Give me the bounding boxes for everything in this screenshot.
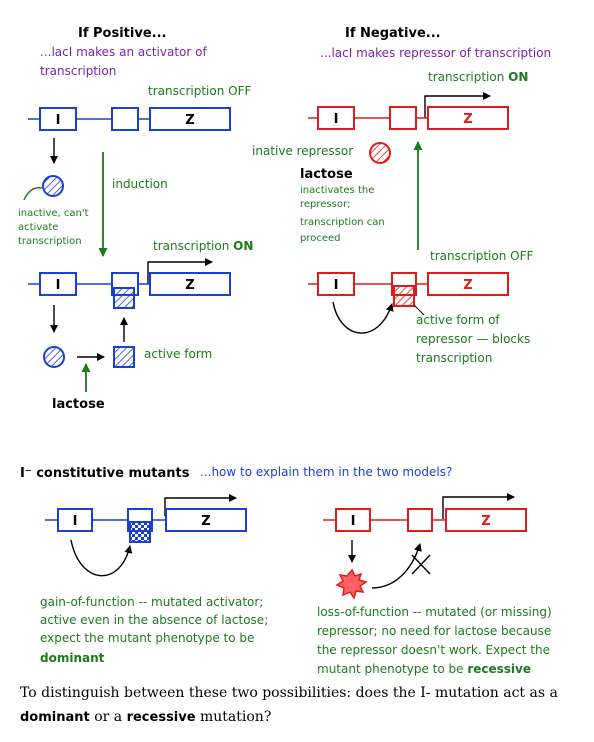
gene-z-box — [149, 272, 231, 296]
lactose-note-line1: inactivates the — [300, 185, 374, 196]
gene-i-box — [317, 106, 355, 130]
gene-i-label: I — [56, 278, 61, 293]
mutants-question: ...how to explain them in the two models… — [200, 465, 452, 479]
loss-line3: the repressor doesn't work. Expect the — [317, 643, 550, 657]
gene-i-label: I — [334, 278, 339, 293]
gene-z-box — [427, 106, 509, 130]
positive-operon-on: I Z — [28, 272, 231, 309]
active-form-label: active form — [144, 347, 212, 361]
positive-lactose-label: lactose — [52, 397, 105, 412]
gain-line3: expect the mutant phenotype to be — [40, 631, 254, 645]
active-repressor-line3: transcription — [416, 351, 492, 365]
lactose-note-line2: repressor; — [300, 199, 350, 210]
gene-i-label: I — [56, 113, 61, 128]
operator-box — [389, 106, 417, 130]
mutant-repressor-operon: I Z — [323, 508, 527, 532]
positive-subtitle-line1: ...lacI makes an activator of — [40, 45, 207, 59]
gene-z-box — [445, 508, 527, 532]
pointer-curve — [23, 187, 43, 201]
gene-i-label: I — [334, 112, 339, 127]
operator-box — [111, 107, 139, 131]
gain-dominant-word: dominant — [40, 651, 105, 665]
cross-mark-icon — [411, 554, 431, 575]
gene-z-box — [149, 107, 231, 131]
inactive-repressor-label: inative repressor — [252, 144, 353, 158]
gene-z-label: Z — [481, 514, 490, 529]
bound-repressor-square — [393, 285, 415, 307]
inactive-line1: inactive, can't — [18, 208, 89, 219]
inactive-line2: activate — [18, 222, 58, 233]
inactive-activator-circle — [43, 346, 65, 368]
lactose-note-line3: transcription can — [300, 217, 385, 228]
gene-i-box — [335, 508, 371, 532]
mutated-repressor-star-icon — [335, 568, 368, 600]
negative-header: If Negative... — [345, 26, 441, 41]
pointer-line — [413, 304, 425, 316]
negative-lactose-label: lactose — [300, 167, 353, 182]
induction-label: induction — [112, 177, 168, 191]
gene-z-box — [427, 272, 509, 296]
gene-i-box — [39, 272, 77, 296]
curved-arrow-icon — [70, 539, 133, 577]
gene-i-label: I — [73, 514, 78, 529]
operator-box — [407, 508, 433, 532]
negative-transcription-on: transcription ON — [428, 70, 528, 84]
transcription-arrow-icon — [442, 493, 515, 519]
inactive-repressor-circle — [369, 142, 391, 164]
footer-line2: dominant or a recessive mutation? — [20, 709, 271, 725]
inactive-activator-circle — [42, 175, 64, 197]
loss-line4: mutant phenotype to be recessive — [317, 662, 531, 676]
loss-line1: loss-of-function -- mutated (or missing) — [317, 605, 552, 619]
gene-z-label: Z — [185, 278, 194, 293]
gain-line1: gain-of-function -- mutated activator; — [40, 595, 263, 609]
curved-arrow-icon — [371, 543, 422, 589]
positive-header: If Positive... — [78, 26, 166, 41]
active-repressor-line1: active form of — [416, 313, 500, 327]
negative-operon-off: I Z — [308, 272, 509, 307]
mutant-activator-square — [129, 521, 151, 543]
active-activator-square — [113, 346, 135, 368]
gene-i-box — [39, 107, 77, 131]
mutant-activator-operon: I Z — [45, 508, 247, 543]
positive-transcription-off: transcription OFF — [148, 84, 251, 98]
negative-transcription-off: transcription OFF — [430, 249, 533, 263]
positive-operon-off: I Z — [28, 107, 231, 131]
gene-i-label: I — [351, 514, 356, 529]
positive-subtitle-line2: transcription — [40, 64, 116, 78]
footer-line1: To distinguish between these two possibi… — [20, 685, 558, 701]
gene-z-box — [165, 508, 247, 532]
lactose-note-line4: proceed — [300, 233, 341, 244]
gene-z-label: Z — [201, 514, 210, 529]
gene-z-label: Z — [185, 113, 194, 128]
curved-arrow-icon — [332, 301, 394, 334]
inactive-line3: transcription — [18, 236, 82, 247]
mutants-title: I⁻ constitutive mutants — [20, 466, 190, 481]
transcription-arrow-icon — [424, 92, 491, 118]
gene-i-box — [57, 508, 93, 532]
gain-line2: active even in the absence of lactose; — [40, 613, 268, 627]
positive-transcription-on: transcription ON — [153, 239, 253, 253]
loss-line2: repressor; no need for lactose because — [317, 624, 551, 638]
gene-z-label: Z — [463, 112, 472, 127]
negative-operon-on: I Z — [308, 106, 509, 130]
gene-i-box — [317, 272, 355, 296]
active-repressor-line2: repressor — blocks — [416, 332, 530, 346]
gene-z-label: Z — [463, 278, 472, 293]
negative-subtitle: ...lacI makes repressor of transcription — [320, 46, 551, 60]
bound-activator-square — [113, 287, 135, 309]
transcription-arrow-icon — [147, 258, 213, 284]
